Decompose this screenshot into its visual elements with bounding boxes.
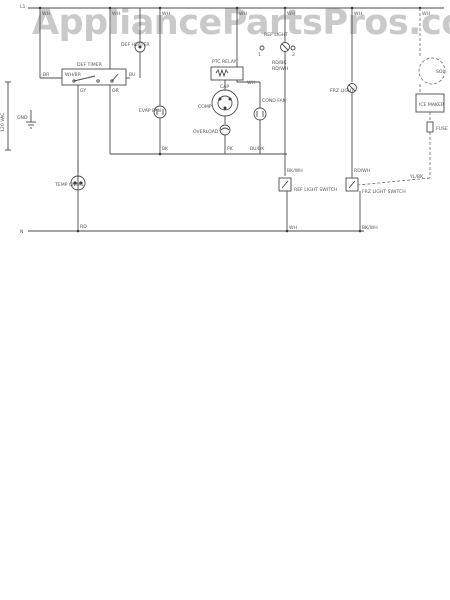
- gnd-label: GND: [17, 115, 28, 121]
- ref-light-bulb-icon: [280, 42, 290, 52]
- solenoid-icon: [418, 57, 446, 85]
- def-heater-label: DEF HEATER: [121, 42, 150, 48]
- fuse-symbol: [426, 121, 434, 133]
- overload-symbol: [219, 124, 231, 136]
- wire-color-label: RD: [80, 224, 87, 230]
- wire-color-label: GY: [80, 88, 86, 94]
- defrost-timer-label: DEF TIMER: [77, 62, 103, 68]
- sol-label: SOL: [436, 69, 446, 75]
- timer-wire-label: WH/BR: [65, 72, 82, 78]
- wire-color-label: RD/WH: [354, 168, 370, 174]
- voltage-label: 120 VAC: [0, 113, 6, 132]
- wire-color-label: WH: [239, 11, 247, 17]
- wire-color-label: RD/WH: [272, 66, 288, 72]
- junction-dot: [350, 6, 354, 10]
- watermark: AppliancePartsPros.com: [32, 3, 450, 43]
- junction-dot: [158, 6, 162, 10]
- compressor-label: COMP: [198, 104, 212, 110]
- wire-color-label: WH: [289, 225, 297, 231]
- switch-contact: [348, 180, 356, 189]
- junction-dot: [283, 6, 287, 10]
- terminal-ring: [290, 45, 296, 51]
- terminal-label: 1: [258, 52, 261, 58]
- wire-color-label: WH: [287, 11, 295, 17]
- wire-color-label: WH: [354, 11, 362, 17]
- temp-control-label: TEMP CNTRL: [54, 182, 85, 188]
- cap-label: CAP: [220, 84, 229, 90]
- ptc-relay-label: PTC RELAY: [212, 59, 237, 65]
- wire-color-label: WH: [247, 80, 255, 86]
- wire-color-label: WH: [42, 11, 50, 17]
- ground-icon: [26, 110, 36, 129]
- defrost-timer: [61, 68, 127, 86]
- evap-fan-label: EVAP FAN: [139, 108, 161, 114]
- ice-maker-label: ICE MAKER: [419, 102, 445, 108]
- junction-dot: [418, 6, 422, 10]
- ptc-resistor: [215, 68, 229, 78]
- timer-contacts: [72, 73, 119, 83]
- ref-switch-label: REF LIGHT SWITCH: [294, 187, 337, 193]
- junction-dot: [38, 6, 42, 10]
- node-n-label: N: [20, 229, 23, 235]
- switch-contact: [281, 180, 289, 189]
- wire-color-label: BU/BK: [250, 146, 265, 152]
- compressor-symbol: [211, 89, 239, 117]
- ptc-relay: [210, 66, 244, 81]
- wire-color-label: WH: [162, 11, 170, 17]
- wire-color-label: OR: [112, 88, 120, 94]
- terminal-label: 2: [292, 52, 295, 58]
- fuse-label: FUSE: [436, 126, 448, 132]
- wire-color-label: YL/BK: [409, 174, 424, 180]
- cond-fan-symbol: [253, 107, 267, 121]
- wire-color-label: BR: [43, 72, 50, 78]
- optional-wire: [357, 177, 431, 186]
- wire-color-label: WH: [422, 11, 430, 17]
- frz-light-bulb-icon: [347, 83, 357, 93]
- frz-switch-label: FRZ LIGHT SWITCH: [362, 189, 406, 195]
- overload-label: OVERLOAD: [193, 129, 219, 135]
- wire-color-label: BK/WH: [362, 225, 378, 231]
- node-l1-label: L1: [20, 4, 26, 10]
- cond-fan-label: COND FAN: [262, 98, 286, 104]
- wire-color-label: BK/WH: [287, 168, 303, 174]
- wire-color-label: WH: [112, 11, 120, 17]
- wire-color-label: BK: [162, 146, 169, 152]
- terminal-ring: [259, 45, 265, 51]
- frz-light-label: FRZ LIGHT: [330, 88, 354, 94]
- wire-color-label: PK: [227, 146, 234, 152]
- temp-control-symbol: [70, 175, 86, 191]
- wire-color-label: RD/BK: [272, 60, 287, 66]
- junction-dot: [235, 6, 239, 10]
- junction-dot: [158, 152, 162, 156]
- wire-color-label: BU: [129, 72, 136, 78]
- ref-light-label: REF LIGHT: [264, 32, 288, 38]
- junction-dot: [108, 6, 112, 10]
